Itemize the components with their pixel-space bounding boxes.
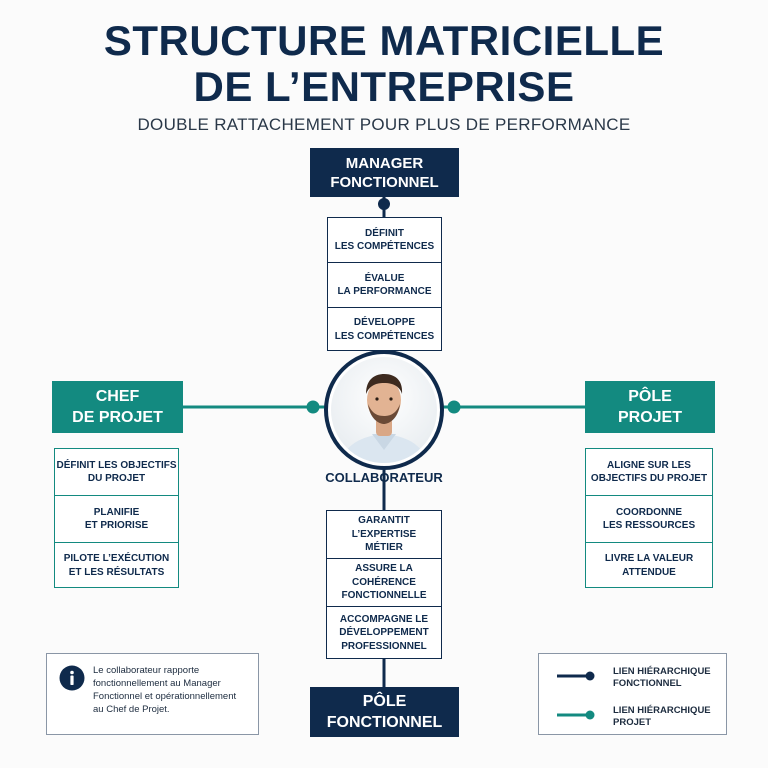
manager-item: DÉFINIT LES COMPÉTENCES [328,218,441,262]
divider [55,495,178,496]
chef-item-line: PILOTE L’EXÉCUTION [63,553,170,564]
divider [586,495,712,496]
collaborateur-item-line: GARANTIT L’EXPERTISE [351,515,417,540]
pole-projet-item-line: LIVRE LA VALEUR [604,553,694,564]
legend-label-line: LIEN HIÉRARCHIQUE [613,705,711,716]
pole-projet-item-line: COORDONNE [615,506,683,518]
chef-responsibilities: DÉFINIT LES OBJECTIFS DU PROJET PLANIFIE… [54,448,179,588]
chef-item-line: DÉFINIT LES OBJECTIFS [56,459,177,471]
chef-item-line: PLANIFIE [93,506,140,518]
collaborateur-item-line: MÉTIER [365,542,403,554]
manager-title-line-2: FONCTIONNEL [330,173,439,191]
pole-projet-item: LIVRE LA VALEUR ATTENDUE [586,543,712,588]
divider [327,606,441,607]
manager-item-line: LES COMPÉTENCES [334,241,435,252]
collaborateur-item-line: FONCTIONNELLE [341,590,427,602]
chef-item-line: ET LES RÉSULTATS [68,566,165,578]
pole-projet-item-line: LES RESSOURCES [602,520,696,531]
divider [586,542,712,543]
page-title-line-1: STRUCTURE MATRICIELLE [103,17,665,64]
manager-item-line: ÉVALUE [364,272,405,284]
project-node-dot-left [306,400,320,414]
legend-label-line: FONCTIONNEL [613,678,682,689]
collaborateur-label: COLLABORATEUR [325,470,443,485]
manager-item-line: LA PERFORMANCE [337,286,432,297]
chef-item: DÉFINIT LES OBJECTIFS DU PROJET [55,449,178,495]
collaborateur-item: GARANTIT L’EXPERTISE MÉTIER [327,511,441,558]
legend-functional-label: LIEN HIÉRARCHIQUE FONCTIONNEL [613,666,711,690]
functional-node-dot [378,198,390,210]
pole-projet-box: PÔLE PROJET [585,381,715,433]
info-text-line: fonctionnellement au Manager [93,678,221,689]
chef-item: PILOTE L’EXÉCUTION ET LES RÉSULTATS [55,543,178,588]
chef-title-line-1: CHEF [95,388,140,405]
collaborateur-item-line: ACCOMPAGNE LE [339,613,429,625]
project-node-dot-right [447,400,461,414]
legend-label-line: PROJET [613,717,652,728]
pole-fonctionnel-title-line-1: PÔLE [362,693,407,710]
manager-item-line: LES COMPÉTENCES [334,330,435,342]
chef-title-line-2: DE PROJET [72,409,163,426]
pole-projet-item-line: ATTENDUE [622,566,676,578]
page-subtitle: DOUBLE RATTACHEMENT POUR PLUS DE PERFORM… [137,115,631,134]
legend: LIEN HIÉRARCHIQUE FONCTIONNEL LIEN HIÉRA… [538,653,727,735]
pole-projet-item-line: ALIGNE SUR LES [607,459,691,471]
info-icon [59,665,85,691]
legend-label-line: LIEN HIÉRARCHIQUE [613,666,711,677]
page-title-line-2: DE L’ENTREPRISE [193,63,575,110]
manager-item: ÉVALUE LA PERFORMANCE [328,263,441,307]
pole-projet-item-line: OBJECTIFS DU PROJET [590,473,708,484]
chef-item-line: ET PRIORISE [84,520,149,531]
info-note: Le collaborateur rapporte fonctionnellem… [46,653,259,735]
collaborateur-avatar [324,350,444,470]
collaborateur-item-line: ASSURE LA COHÉRENCE [352,563,416,588]
chef-de-projet-box: CHEF DE PROJET [52,381,183,433]
legend-functional-swatch [557,671,595,681]
info-text-line: Le collaborateur rapporte [93,665,200,676]
pole-projet-item: ALIGNE SUR LES OBJECTIFS DU PROJET [586,449,712,495]
manager-title-line-1: MANAGER [345,154,424,172]
legend-project-label: LIEN HIÉRARCHIQUE PROJET [613,705,711,729]
collaborateur-item-line: PROFESSIONNEL [341,640,427,652]
divider [328,262,441,263]
manager-item-line: DÉFINIT [365,227,404,239]
legend-project-swatch [557,710,595,720]
divider [327,558,441,559]
manager-item-line: DÉVELOPPE [353,317,416,328]
info-text: Le collaborateur rapporte fonctionnellem… [93,664,253,716]
manager-responsibilities: DÉFINIT LES COMPÉTENCES ÉVALUE LA PERFOR… [327,217,442,351]
pole-fonctionnel-box: PÔLE FONCTIONNEL [310,687,459,737]
collaborateur-item-line: DÉVELOPPEMENT [339,627,429,639]
info-text-line: Fonctionnel et opérationnellement [93,691,237,702]
manager-item: DÉVELOPPE LES COMPÉTENCES [328,308,441,351]
pole-fonctionnel-title-line-2: FONCTIONNEL [326,714,443,731]
divider [55,542,178,543]
info-text-line: au Chef de Projet. [93,704,170,715]
collaborateur-item: ACCOMPAGNE LE DÉVELOPPEMENT PROFESSIONNE… [327,607,441,659]
pole-projet-title-line-1: PÔLE [628,388,672,405]
chef-item: PLANIFIE ET PRIORISE [55,496,178,542]
manager-fonctionnel-box: MANAGER FONCTIONNEL [310,148,459,197]
divider [328,307,441,308]
collaborateur-item: ASSURE LA COHÉRENCE FONCTIONNELLE [327,559,441,606]
pole-projet-title-line-2: PROJET [617,409,682,426]
pole-projet-responsibilities: ALIGNE SUR LES OBJECTIFS DU PROJET COORD… [585,448,713,588]
pole-projet-item: COORDONNE LES RESSOURCES [586,496,712,542]
collaborateur-responsibilities: GARANTIT L’EXPERTISE MÉTIER ASSURE LA CO… [326,510,442,659]
chef-item-line: DU PROJET [87,473,146,484]
